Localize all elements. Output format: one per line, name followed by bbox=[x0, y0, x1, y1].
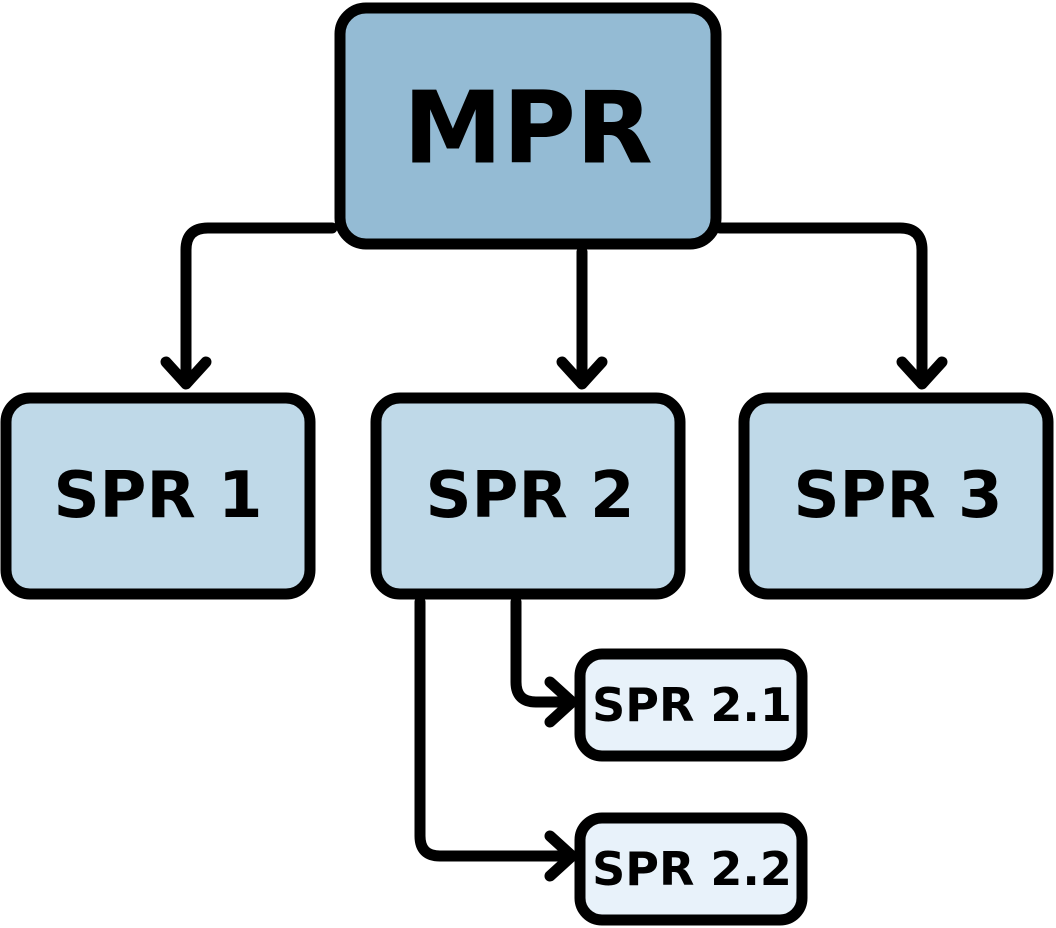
node-spr3-label: SPR 3 bbox=[793, 459, 1002, 533]
node-spr2-box bbox=[370, 392, 686, 600]
node-spr2: SPR 2 bbox=[370, 392, 686, 600]
node-spr3-box bbox=[738, 392, 1054, 600]
node-spr22-label: SPR 2.2 bbox=[592, 842, 792, 896]
node-mpr-box bbox=[334, 2, 722, 250]
node-spr21-label: SPR 2.1 bbox=[592, 678, 792, 732]
arrowhead-spr2 bbox=[556, 356, 608, 390]
node-spr1-box bbox=[0, 392, 316, 600]
node-spr22: SPR 2.2 bbox=[574, 812, 808, 926]
connector-spr2-spr22 bbox=[414, 596, 576, 862]
node-spr21: SPR 2.1 bbox=[574, 648, 808, 762]
node-spr1-label: SPR 1 bbox=[53, 459, 262, 533]
node-spr3: SPR 3 bbox=[738, 392, 1054, 600]
node-spr2-label: SPR 2 bbox=[425, 459, 634, 533]
arrowhead-spr1 bbox=[160, 356, 212, 390]
node-mpr-label: MPR bbox=[403, 70, 653, 187]
node-spr21-box bbox=[574, 648, 808, 762]
connectors bbox=[160, 222, 948, 882]
arrowhead-spr21 bbox=[544, 676, 578, 728]
arrowhead-spr22 bbox=[544, 830, 578, 882]
node-mpr: MPR bbox=[334, 2, 722, 250]
connector-spr2-spr21 bbox=[510, 596, 576, 708]
arrowhead-spr3 bbox=[896, 356, 948, 390]
connector-mpr-spr1 bbox=[180, 222, 338, 388]
node-spr1: SPR 1 bbox=[0, 392, 316, 600]
connector-mpr-spr3 bbox=[714, 222, 928, 388]
node-spr22-box bbox=[574, 812, 808, 926]
